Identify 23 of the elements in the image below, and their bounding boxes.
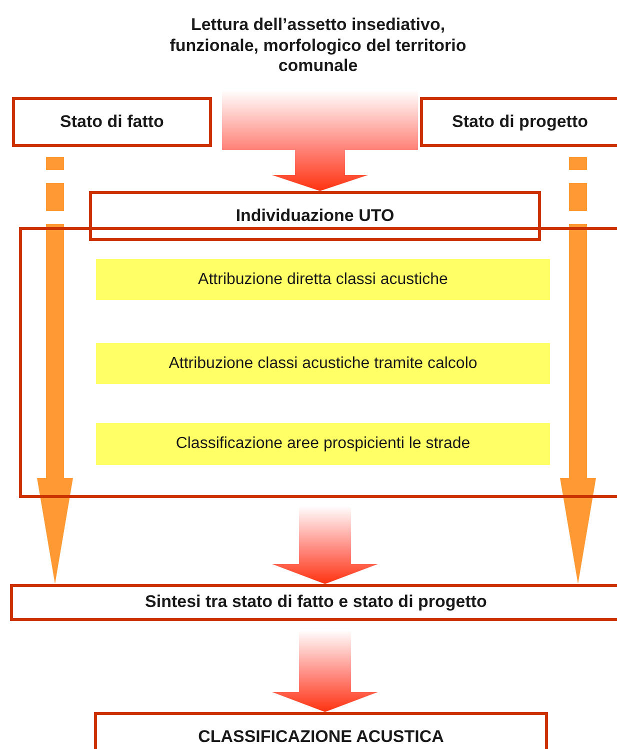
- box-label: Attribuzione classi acustiche tramite calcolo: [168, 354, 478, 374]
- process-box: [10, 584, 617, 621]
- box-label: CLASSIFICAZIONE ACUSTICA: [198, 726, 444, 748]
- box-label: Stato di progetto: [452, 112, 588, 132]
- box-label: Sintesi tra stato di fatto e stato di progetto: [145, 592, 487, 613]
- arrow: [37, 157, 73, 584]
- process-box: [94, 712, 548, 749]
- step-box: [96, 343, 550, 384]
- step-box: [96, 423, 550, 465]
- box-label: Attribuzione diretta classi acustiche: [198, 270, 448, 290]
- step-box: [96, 259, 550, 300]
- arrow: [560, 157, 596, 584]
- arrow: [222, 90, 418, 191]
- process-box: [420, 97, 617, 147]
- process-box: [89, 191, 541, 241]
- heading-text: Lettura dell’assetto insediativo, funzionale, morfologico del territorio comunale: [168, 15, 468, 77]
- group-frame: [19, 227, 617, 498]
- box-label: Individuazione UTO: [236, 206, 394, 226]
- box-label: Stato di fatto: [60, 112, 164, 132]
- box-label: Classificazione aree prospicienti le strade: [176, 434, 470, 454]
- arrow: [272, 506, 378, 584]
- arrow: [272, 630, 378, 712]
- process-box: [12, 97, 212, 147]
